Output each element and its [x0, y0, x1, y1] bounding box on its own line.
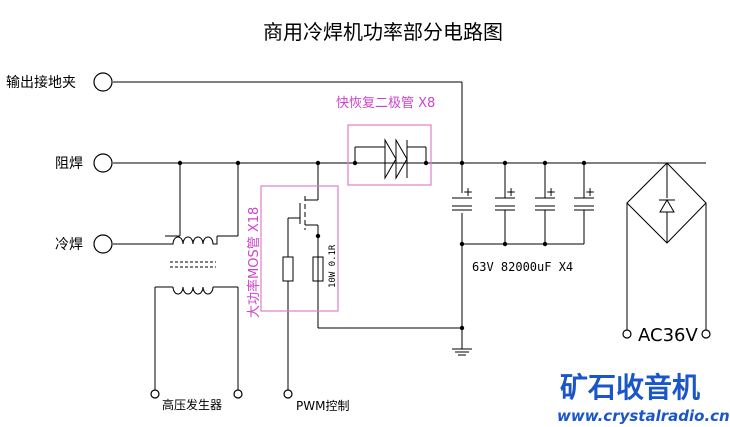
terminal-pwm-control-label: PWM控制 [296, 399, 349, 413]
mos-group-box [260, 185, 339, 312]
terminal-pwm-control: PWM控制 [283, 389, 349, 413]
shunt-resistor-value: 10W 0.1R [328, 244, 338, 288]
gate-resistor [282, 256, 294, 282]
capacitor-3: + [535, 185, 556, 211]
mosfet-symbol [299, 196, 319, 230]
svg-text:+: + [546, 185, 556, 199]
diode-symbol [384, 138, 427, 180]
diode-group-label: 快恢复二极管 X8 [336, 96, 435, 111]
diode-group-box [347, 124, 432, 186]
terminal-resistance-weld-label: 阻焊 [55, 156, 83, 172]
capacitor-2: + [495, 185, 516, 211]
capacitor-1: + [452, 185, 473, 211]
watermark-url: www.crystalradio.cn [557, 407, 730, 425]
capacitor-4: + [574, 185, 595, 211]
mos-group-label: 大功率MOS管 X18 [246, 207, 262, 318]
terminal-ac-input-label: AC36V [638, 325, 698, 346]
transformer-symbol [165, 235, 218, 295]
shunt-resistor [312, 256, 324, 282]
svg-text:+: + [463, 185, 473, 199]
ground-symbol [452, 348, 472, 356]
diagram-title: 商用冷焊机功率部分电路图 [263, 20, 503, 44]
terminal-cold-weld: 冷焊 [55, 234, 113, 254]
svg-text:+: + [585, 185, 595, 199]
terminal-output-clamp: 输出接地夹 [6, 72, 113, 92]
terminal-hv-generator: 高压发生器 [150, 389, 243, 412]
watermark-name: 矿石收音机 [560, 371, 700, 404]
wires [113, 81, 707, 390]
terminal-ac-input: AC36V [622, 325, 711, 346]
terminal-hv-generator-label: 高压发生器 [162, 397, 222, 412]
junction-dots [177, 160, 587, 331]
terminal-resistance-weld: 阻焊 [55, 153, 113, 173]
terminal-cold-weld-label: 冷焊 [55, 237, 83, 253]
site-watermark: 矿石收音机 www.crystalradio.cn [557, 371, 730, 425]
capacitor-bank-label: 63V 82000uF X4 [472, 260, 573, 274]
bridge-rectifier [626, 162, 707, 244]
svg-text:+: + [506, 185, 516, 199]
terminal-output-clamp-label: 输出接地夹 [6, 74, 76, 91]
